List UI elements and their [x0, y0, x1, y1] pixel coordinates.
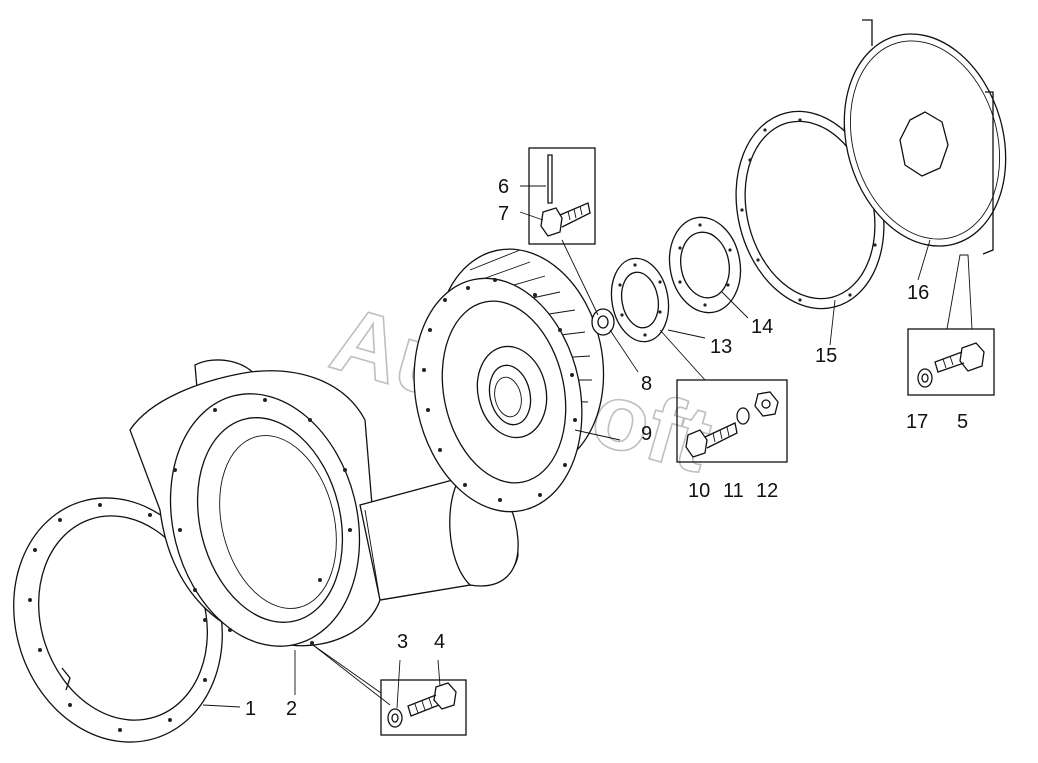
callout-box-6-7	[519, 147, 596, 245]
part-1-gasket-ring	[13, 497, 223, 743]
leader-lines	[202, 239, 931, 709]
label-11: 11	[723, 480, 744, 502]
label-16: 16	[907, 282, 929, 304]
part-13-washer-plate	[610, 257, 670, 343]
callout-box-17-5	[907, 254, 995, 396]
label-2: 2	[286, 698, 297, 720]
label-7: 7	[498, 203, 509, 225]
part-number-labels: 1 2 3 4 5 6 7 8 9 10 11 12 13 14 15 16 1…	[245, 176, 968, 720]
part-16-cover-plate	[843, 19, 1007, 255]
label-14: 14	[751, 316, 773, 338]
callout-box-10-12	[659, 329, 788, 463]
label-9: 9	[641, 423, 652, 445]
label-3: 3	[397, 631, 408, 653]
callout-box-3-4	[312, 644, 467, 736]
label-1: 1	[245, 698, 256, 720]
label-5: 5	[957, 411, 968, 433]
label-10: 10	[688, 480, 710, 502]
label-6: 6	[498, 176, 509, 198]
part-14-flange-plate	[668, 216, 742, 314]
part-8-nut	[591, 308, 615, 336]
label-8: 8	[641, 373, 652, 395]
part-9-impeller	[413, 248, 605, 513]
label-13: 13	[710, 336, 732, 358]
label-15: 15	[815, 345, 837, 367]
label-17: 17	[906, 411, 928, 433]
part-2-volute-housing	[129, 359, 519, 647]
label-4: 4	[434, 631, 445, 653]
label-12: 12	[756, 480, 778, 502]
